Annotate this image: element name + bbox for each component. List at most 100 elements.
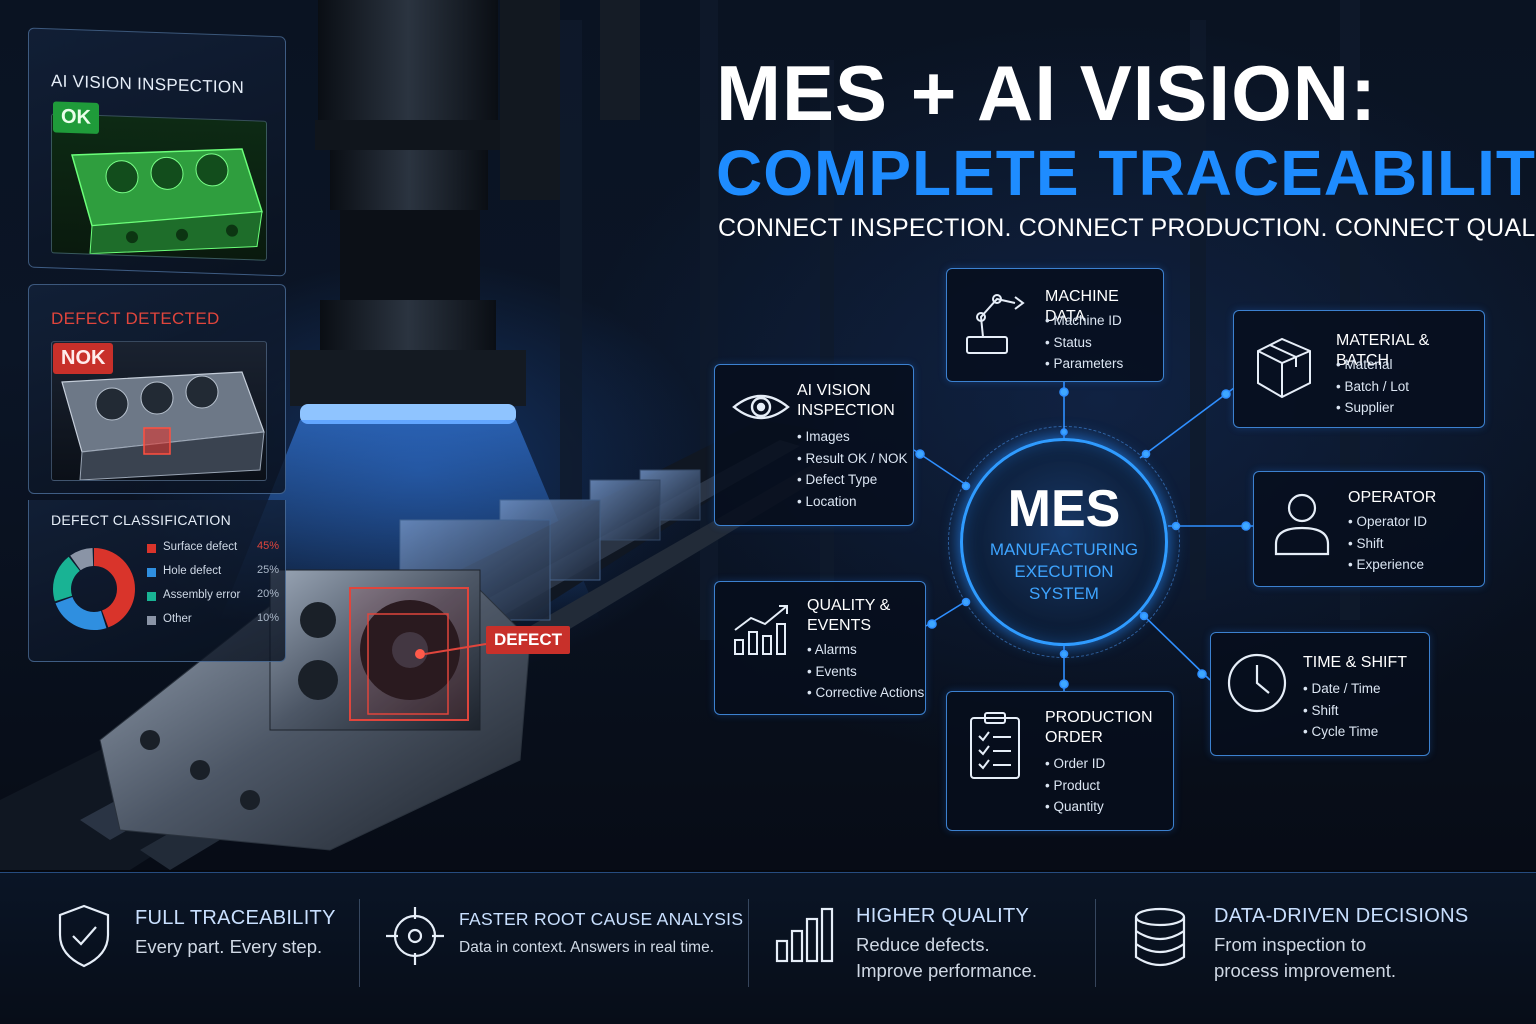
list-item: Events — [807, 664, 924, 686]
bar-chart-icon — [775, 907, 834, 963]
hub-outer-ring — [948, 426, 1180, 658]
defect-panel-title: DEFECT DETECTED — [51, 309, 220, 328]
benefit-title: FULL TRACEABILITY — [135, 907, 336, 929]
production-order-card: PRODUCTION ORDER Order ID Product Quanti… — [946, 691, 1174, 831]
factory-scene-illustration — [0, 0, 1360, 870]
legend-row-other: Other 10% — [147, 612, 279, 636]
card-items: Order ID Product Quantity — [1045, 756, 1105, 821]
list-item: Shift — [1348, 536, 1427, 558]
legend-row-surface-defect: Surface defect 45% — [147, 540, 279, 564]
nok-part-illustration — [61, 371, 265, 480]
legend-label: Assembly error — [163, 589, 241, 601]
benefit-title: DATA-DRIVEN DECISIONS — [1214, 905, 1469, 927]
classification-legend: Surface defect 45% Hole defect 25% Assem… — [147, 540, 279, 636]
list-item: Shift — [1303, 703, 1381, 725]
card-title: PRODUCTION ORDER — [1045, 709, 1153, 746]
benefit-full-traceability: FULL TRACEABILITY Every part. Every step… — [0, 873, 360, 1024]
benefit-description: Every part. Every step. — [135, 936, 323, 957]
hub-subtitle: MANUFACTURING EXECUTION SYSTEM — [989, 540, 1139, 603]
legend-percent: 45% — [256, 540, 279, 552]
benefit-higher-quality: HIGHER QUALITY Reduce defects. Improve p… — [748, 873, 1096, 1024]
divider — [748, 899, 749, 987]
list-item: Alarms — [807, 642, 924, 664]
card-items: Date / Time Shift Cycle Time — [1303, 681, 1381, 746]
list-item: Product — [1045, 778, 1105, 800]
defect-classification-donut-chart — [53, 548, 135, 630]
factory-background — [0, 0, 1536, 870]
material-batch-card: MATERIAL & BATCH Material Batch / Lot Su… — [1233, 310, 1485, 428]
list-item: Quantity — [1045, 799, 1105, 821]
donut-slice-hole-defect — [53, 548, 135, 630]
list-item: Cycle Time — [1303, 724, 1381, 746]
card-title: AI VISION INSPECTION — [797, 382, 895, 419]
divider — [359, 899, 360, 987]
card-items: Material Batch / Lot Supplier — [1336, 357, 1409, 422]
legend-label: Surface defect — [163, 541, 238, 553]
donut-slice-assembly-error — [53, 548, 135, 630]
page-title-highlight: COMPLETE TRACEABILITY — [716, 137, 1536, 209]
trend-chart-icon — [734, 605, 788, 655]
nok-result-badge: NOK — [53, 343, 114, 374]
clipboard-checklist-icon — [970, 712, 1020, 779]
list-item: Material — [1336, 357, 1409, 379]
person-icon — [1274, 493, 1330, 556]
benefits-bar: FULL TRACEABILITY Every part. Every step… — [0, 872, 1536, 1024]
divider — [1095, 899, 1096, 987]
card-title: OPERATOR — [1348, 489, 1437, 506]
list-item: Images — [797, 429, 908, 451]
legend-label: Other — [163, 613, 192, 625]
benefit-title: FASTER ROOT CAUSE ANALYSIS — [459, 909, 744, 929]
quality-events-card: QUALITY & EVENTS Alarms Events Correctiv… — [714, 581, 926, 715]
defect-detected-panel: DEFECT DETECTED NOK — [28, 284, 286, 494]
list-item: Defect Type — [797, 472, 908, 494]
list-item: Order ID — [1045, 756, 1105, 778]
list-item: Operator ID — [1348, 514, 1427, 536]
legend-row-assembly-error: Assembly error 20% — [147, 588, 279, 612]
target-icon — [386, 907, 444, 965]
benefit-title: HIGHER QUALITY — [856, 905, 1030, 927]
list-item: Corrective Actions — [807, 685, 924, 707]
legend-row-hole-defect: Hole defect 25% — [147, 564, 279, 588]
legend-swatch — [147, 616, 156, 625]
list-item: Status — [1045, 335, 1123, 357]
benefit-data-driven-decisions: DATA-DRIVEN DECISIONS From inspection to… — [1096, 873, 1536, 1024]
shield-check-icon — [58, 904, 110, 968]
time-shift-card: TIME & SHIFT Date / Time Shift Cycle Tim… — [1210, 632, 1430, 756]
ai-vision-inspection-panel: AI VISION INSPECTION OK — [28, 27, 286, 277]
benefit-description: Data in context. Answers in real time. — [459, 939, 715, 956]
operator-card: OPERATOR Operator ID Shift Experience — [1253, 471, 1485, 587]
page-title: MES + AI VISION: — [716, 49, 1378, 137]
card-items: Machine ID Status Parameters — [1045, 313, 1123, 378]
defect-classification-panel: DEFECT CLASSIFICATION Surface defect 45%… — [28, 500, 286, 662]
benefit-description: From inspection to process improvement. — [1214, 934, 1396, 981]
classification-title: DEFECT CLASSIFICATION — [51, 512, 232, 528]
hub-title: MES — [1007, 480, 1121, 538]
card-title: QUALITY & EVENTS — [807, 597, 891, 634]
card-items: Images Result OK / NOK Defect Type Locat… — [797, 429, 908, 515]
legend-swatch — [147, 568, 156, 577]
legend-swatch — [147, 544, 156, 553]
legend-percent: 10% — [256, 612, 279, 624]
database-icon — [1134, 907, 1186, 967]
robot-arm-icon — [966, 294, 1025, 354]
machine-data-card: MACHINE DATA Machine ID Status Parameter… — [946, 268, 1164, 382]
legend-swatch — [147, 592, 156, 601]
ai-vision-inspection-card: AI VISION INSPECTION Images Result OK / … — [714, 364, 914, 526]
clock-icon — [1227, 653, 1287, 713]
list-item: Experience — [1348, 557, 1427, 579]
donut-slice-surface-defect — [53, 548, 135, 630]
ok-part-illustration — [71, 148, 263, 255]
eye-icon — [732, 394, 790, 420]
defect-label-tag: DEFECT — [486, 626, 570, 654]
package-box-icon — [1257, 337, 1311, 399]
card-title: TIME & SHIFT — [1303, 654, 1407, 671]
list-item: Batch / Lot — [1336, 379, 1409, 401]
benefit-root-cause-analysis: FASTER ROOT CAUSE ANALYSIS Data in conte… — [360, 873, 748, 1024]
list-item: Machine ID — [1045, 313, 1123, 335]
list-item: Supplier — [1336, 400, 1409, 422]
list-item: Date / Time — [1303, 681, 1380, 703]
legend-percent: 20% — [256, 588, 279, 600]
card-items: Operator ID Shift Experience — [1348, 514, 1427, 579]
benefit-description: Reduce defects. Improve performance. — [856, 934, 1037, 981]
list-item: Result OK / NOK — [797, 451, 907, 473]
